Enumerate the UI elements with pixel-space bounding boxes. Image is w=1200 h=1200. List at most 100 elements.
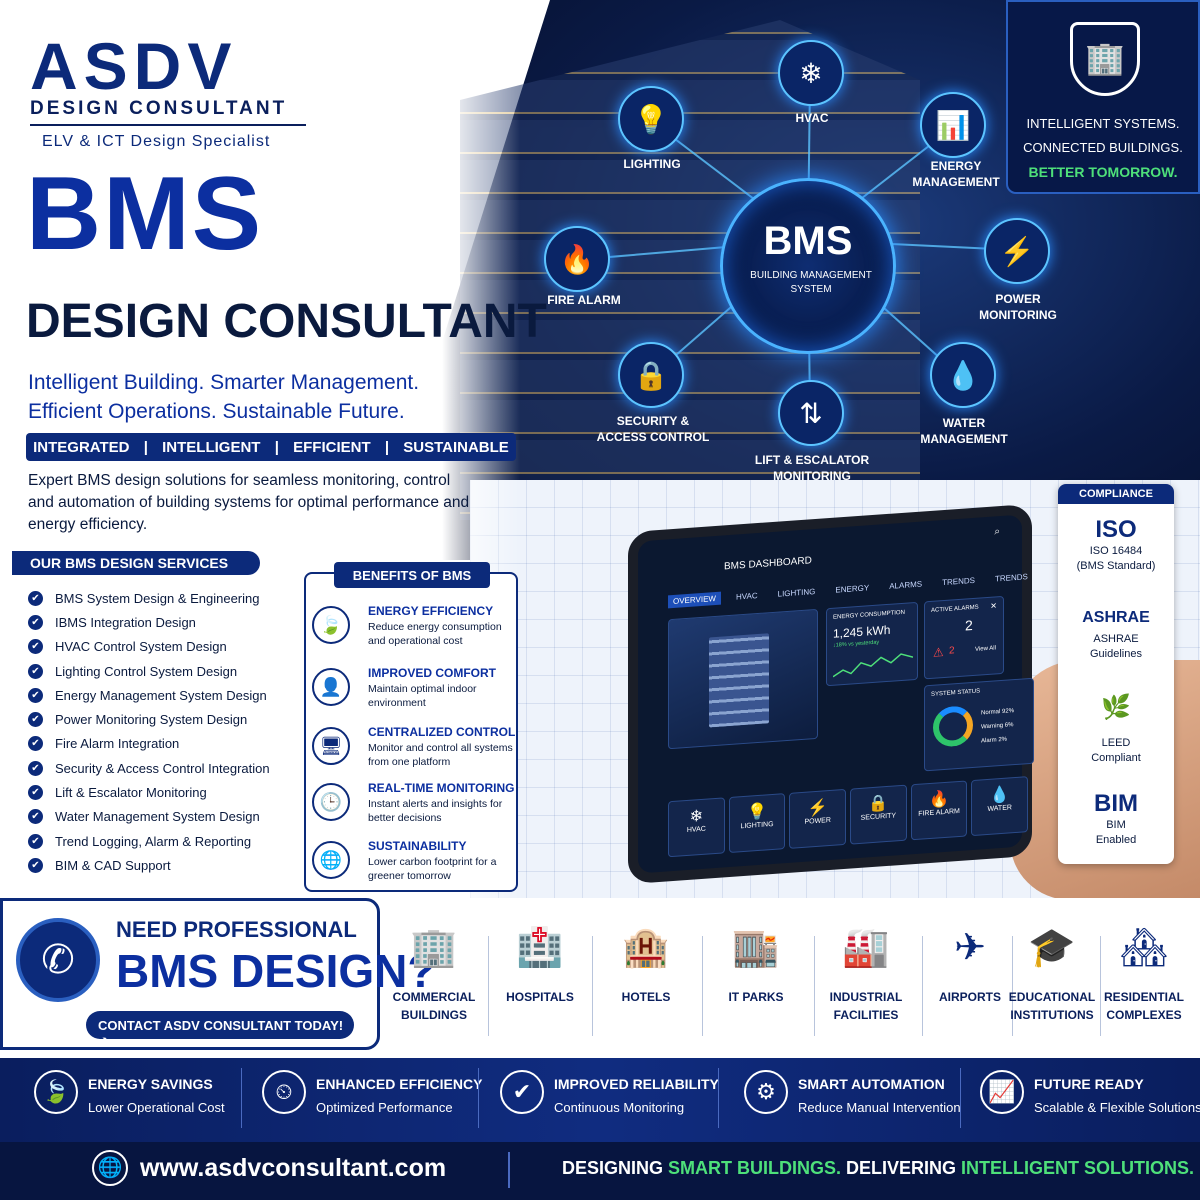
tab-trends-2[interactable]: TRENDS <box>995 572 1028 584</box>
water-drop-icon: 💧 <box>930 342 996 408</box>
benefit-title: IMPROVED COMFORT <box>368 666 496 680</box>
sector-airports: ✈AIRPORTS <box>916 918 1024 1006</box>
dashboard-tablet: ⌕ BMS DASHBOARD OVERVIEW HVAC LIGHTING E… <box>628 503 1034 885</box>
search-icon: ⌕ <box>994 526 1000 538</box>
building-3d-panel <box>668 608 818 750</box>
footer-divider <box>508 1152 510 1188</box>
check-icon: ✔ <box>28 809 43 825</box>
alarms-panel: ACTIVE ALARMS ✕ 2 ⚠ 2 View All <box>924 595 1004 680</box>
list-item: ✔Fire Alarm Integration <box>28 732 270 756</box>
sector-label: AIRPORTS <box>938 990 1001 1004</box>
office-building-icon: 🏢 <box>410 927 458 969</box>
alarms-warning-count: 2 <box>949 645 955 657</box>
list-item: ✔Water Management System Design <box>28 805 270 829</box>
services-heading: OUR BMS DESIGN SERVICES <box>12 551 260 575</box>
contact-button[interactable]: CONTACT ASDV CONSULTANT TODAY! ➔ <box>86 1011 354 1048</box>
tab-overview[interactable]: OVERVIEW <box>668 591 721 609</box>
feature-title: ENHANCED EFFICIENCY <box>316 1076 483 1092</box>
tab-alarms[interactable]: ALARMS <box>889 579 923 591</box>
feature-divider <box>478 1068 479 1128</box>
benefit-item: 👤 IMPROVED COMFORT Maintain optimal indo… <box>310 666 516 722</box>
sector-divider <box>1100 936 1101 1036</box>
feature-title: ENERGY SAVINGS <box>88 1076 213 1092</box>
flame-icon: 🔥 <box>544 226 610 292</box>
node-label-power: POWER MONITORING <box>979 292 1057 322</box>
tile-lighting[interactable]: 💡LIGHTING <box>728 793 786 854</box>
feature-divider <box>960 1068 961 1128</box>
sector-hospitals: 🏥 HOSPITALS <box>486 918 594 1006</box>
sector-label: HOSPITALS <box>506 990 574 1004</box>
padlock-icon: 🔒 <box>618 342 684 408</box>
website-link[interactable]: www.asdvconsultant.com <box>140 1154 447 1182</box>
node-label-security: SECURITY & ACCESS CONTROL <box>596 414 710 444</box>
tile-hvac[interactable]: ❄HVAC <box>668 797 725 858</box>
tile-security[interactable]: 🔒SECURITY <box>850 784 907 845</box>
compliance-name: LEED <box>1101 737 1131 749</box>
shield-check-icon: ✔ <box>500 1070 544 1114</box>
services-list: ✔BMS System Design & Engineering ✔IBMS I… <box>28 586 270 878</box>
sector-divider <box>592 936 593 1036</box>
tile-fire-alarm[interactable]: 🔥FIRE ALARM <box>910 780 968 841</box>
gear-icon: ⚙ <box>744 1070 788 1114</box>
tab-hvac[interactable]: HVAC <box>735 591 758 602</box>
list-item: ✔HVAC Control System Design <box>28 635 270 659</box>
sector-label: INDUSTRIAL FACILITIES <box>829 990 903 1022</box>
compliance-note: Guidelines <box>1090 648 1142 660</box>
node-label-lighting: LIGHTING <box>623 157 681 171</box>
feature-desc: Scalable & Flexible Solutions <box>1034 1100 1200 1115</box>
compliance-name: ASHRAE <box>1093 633 1139 645</box>
sector-label: RESIDENTIAL COMPLEXES <box>1103 990 1184 1022</box>
tab-trends[interactable]: TRENDS <box>942 575 975 588</box>
compliance-leed: 🌿 LEED Compliant <box>1058 694 1174 766</box>
compliance-ashrae: ASHRAE ASHRAE Guidelines <box>1058 604 1174 662</box>
compliance-card <box>1058 484 1174 864</box>
check-icon: ✔ <box>28 687 43 703</box>
tagline-line-1: Intelligent Building. Smarter Management… <box>28 371 420 394</box>
hospital-icon: 🏥 <box>516 927 564 969</box>
warning-icon: ⚠ <box>933 645 944 660</box>
page-title: BMS <box>26 156 264 272</box>
benefit-item: 🖥 CENTRALIZED CONTROL Monitor and contro… <box>310 725 516 781</box>
energy-sparkline <box>833 653 913 678</box>
sector-label: IT PARKS <box>728 990 784 1004</box>
slogan-part: DESIGNING <box>562 1158 669 1178</box>
slogan-part: DELIVERING <box>841 1158 962 1178</box>
pill-separator: | <box>274 438 279 456</box>
hotel-icon: 🏨 <box>622 927 670 969</box>
status-donut <box>933 705 973 748</box>
tile-water[interactable]: 💧WATER <box>971 776 1029 837</box>
benefit-item: 🍃 ENERGY EFFICIENCY Reduce energy consum… <box>310 604 516 660</box>
factory-icon: 🏭 <box>842 927 890 969</box>
motto-line-3: BETTER TOMORROW. <box>1028 164 1178 180</box>
dashboard-title: BMS DASHBOARD <box>724 555 812 573</box>
list-item: ✔Lift & Escalator Monitoring <box>28 780 270 804</box>
close-icon[interactable]: ✕ <box>990 601 997 611</box>
view-all-link[interactable]: View All <box>975 645 996 653</box>
tile-power[interactable]: ⚡POWER <box>789 788 847 849</box>
sector-label: EDUCATIONAL INSTITUTIONS <box>1008 990 1096 1022</box>
benefit-title: SUSTAINABILITY <box>368 839 467 853</box>
pill-sustainable: SUSTAINABLE <box>403 438 509 456</box>
node-label-hvac: HVAC <box>795 111 829 125</box>
feature-desc: Optimized Performance <box>316 1100 453 1115</box>
check-icon: ✔ <box>28 614 43 630</box>
check-icon: ✔ <box>28 663 43 679</box>
tagline-line-2: Efficient Operations. Sustainable Future… <box>28 400 405 423</box>
sector-divider <box>922 936 923 1036</box>
clock-icon: 🕒 <box>312 783 350 821</box>
tab-energy[interactable]: ENERGY <box>835 583 870 595</box>
brand-logo: ASDV <box>30 29 238 103</box>
motto-line-2: CONNECTED BUILDINGS. <box>1023 140 1183 155</box>
hero-description: Expert BMS design solutions for seamless… <box>28 472 470 533</box>
tab-lighting[interactable]: LIGHTING <box>777 587 816 599</box>
bar-chart-icon: 📊 <box>920 92 986 158</box>
lightning-icon: ⚡ <box>984 218 1050 284</box>
benefit-desc: Monitor and control all systems from one… <box>368 742 513 768</box>
check-icon: ✔ <box>28 857 43 873</box>
system-status-panel: SYSTEM STATUS Normal 92% Warning 6% Alar… <box>924 677 1034 772</box>
gauge-icon: ⏲ <box>262 1070 306 1114</box>
leaf-icon: 🍃 <box>34 1070 78 1114</box>
feature-divider <box>718 1068 719 1128</box>
